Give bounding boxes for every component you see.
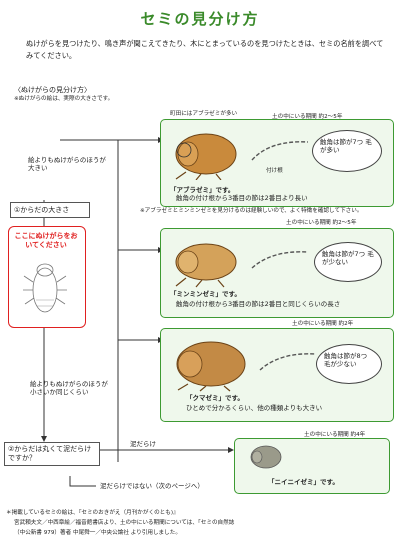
shell-outline-drawing <box>23 263 67 313</box>
footer-line-2: 宮武頼夫文／中西章絵／福音館書店より、土の中にいる期間については、「セミの自然誌 <box>14 520 235 526</box>
niiniizemi-illustration <box>250 445 282 469</box>
footer-line-3: （中公新書 979）著者 中尾舜一／中央公論社 より引用しました。 <box>14 530 181 536</box>
intro-text: ぬけがらを見つけたり、鳴き声が聞こえてきたり、木にとまっているのを見つけたときは… <box>26 39 384 60</box>
card1-bubble <box>312 130 382 172</box>
card2-top-note: ※アブラゼミとミンミンゼミを見分けるのは経験しいので、よく特徴を確認して下さい。 <box>140 208 363 214</box>
kumazemi-illustration <box>176 341 246 392</box>
card1-desc: 触角の付け根から3番目の節は2番目より長い <box>176 194 308 202</box>
card3-bubble-text: 触角は節が8つ 毛が少ない <box>324 352 368 368</box>
section-heading: 〈ぬけがらの見分け方〉 <box>14 86 91 94</box>
card2-period: 土の中にいる期間 約2～5年 <box>286 220 357 226</box>
card2-bubble-text: 触角は節が7つ 毛が少ない <box>322 250 374 266</box>
section-note: ※ぬけがらの絵は、実際の大きさです。 <box>14 96 114 102</box>
card1-name: 「アブラゼミ」です。 <box>170 186 235 194</box>
branch-not-muddy: 泥だらけではない（次のページへ） <box>100 482 204 490</box>
page-title: セミの見分け方 <box>140 10 260 28</box>
card2-desc: 触角の付け根から3番目の節は2番目と同じくらいの長さ <box>176 300 341 308</box>
card2-bubble <box>314 242 382 282</box>
card3-bubble <box>316 344 382 384</box>
antenna-diagram-3 <box>259 353 317 371</box>
question-smaller: 絵よりもぬけがらのほうが小さいか同じくらい <box>30 380 108 396</box>
placement-instruction: ここにぬけがらをおいてください <box>14 232 78 249</box>
footer-line-1: ＊掲載しているセミの絵は、『セミのおきがえ（月刊かがくのとも)』 <box>6 510 179 516</box>
card1-top-note: 町田にはアブラゼミが多い <box>170 111 238 117</box>
minminzemi-illustration <box>175 243 237 288</box>
step-body-size: ①からだの大きさ <box>10 202 90 218</box>
card2-name: 「ミンミンゼミ」です。 <box>170 290 241 298</box>
card3-period: 土の中にいる期間 約2年 <box>292 321 354 327</box>
card1-base-label: 付け根 <box>266 168 283 174</box>
card1-bubble-text: 触角は節が7つ 毛が多い <box>320 138 372 154</box>
placement-area <box>8 226 86 328</box>
card3-name: 「クマゼミ」です。 <box>186 394 244 402</box>
step-muddy: ②からだは丸くて泥だらけですか？ <box>4 442 100 466</box>
antenna-diagram-2 <box>251 251 309 269</box>
card4-name: 「ニイニイゼミ」です。 <box>268 478 339 486</box>
question-larger: 絵よりもぬけがらのほうが大きい <box>28 156 106 172</box>
aburazemi-illustration <box>175 133 237 180</box>
branch-muddy: 泥だらけ <box>130 440 156 448</box>
card3-desc: ひとめで分かるくらい、他の種類よりも大きい <box>186 404 323 412</box>
card4-period: 土の中にいる期間 約4年 <box>304 432 366 438</box>
card1-period: 土の中にいる期間 約2～5年 <box>272 114 343 120</box>
antenna-diagram-1 <box>251 141 309 161</box>
